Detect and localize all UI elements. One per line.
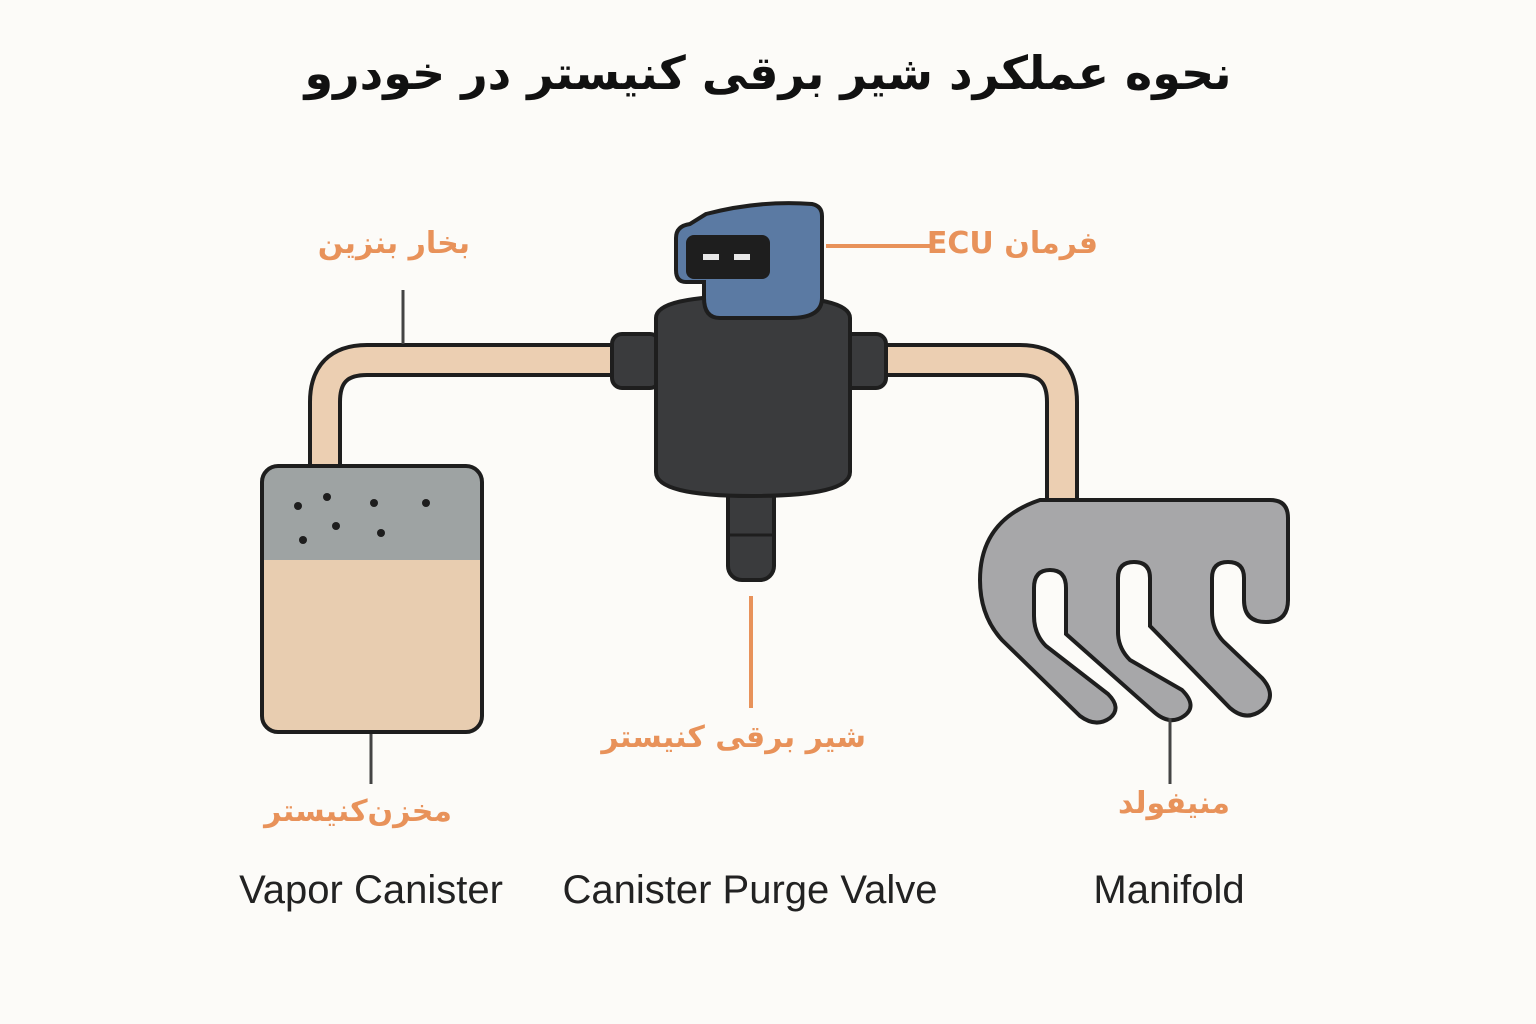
pipe-manifold-outline xyxy=(872,343,1079,505)
label-canister-purge-valve: Canister Purge Valve xyxy=(562,868,938,912)
canister-bottom-section xyxy=(262,560,482,732)
diagram-title: نحوه عملکرد شیر برقی کنیستر در خودرو xyxy=(304,46,1232,100)
charcoal-particles xyxy=(294,493,430,544)
manifold-body xyxy=(977,498,1290,725)
label-manifold-fa: منیفولد xyxy=(1117,786,1230,821)
label-vapor-canister: Vapor Canister xyxy=(239,868,503,912)
canister-top-section xyxy=(262,466,482,560)
valve-port-left xyxy=(610,332,662,390)
canister-outline xyxy=(260,464,484,734)
connector-socket xyxy=(686,235,770,279)
label-purge-valve-fa: شیر برقی کنیستر xyxy=(601,720,866,755)
purge-valve xyxy=(610,201,888,582)
label-fuel-vapor: بخار بنزین xyxy=(317,226,470,261)
intake-manifold xyxy=(977,498,1290,725)
label-ecu-command: فرمان ECU xyxy=(926,226,1098,261)
pipe-canister-outline xyxy=(308,343,620,468)
valve-body xyxy=(654,293,852,499)
pipe-canister xyxy=(312,347,620,468)
vapor-canister xyxy=(260,464,484,734)
label-canister-fa: مخزن‌کنیستر xyxy=(264,794,452,829)
connector-pin-left xyxy=(703,254,719,260)
pipe-manifold xyxy=(872,347,1075,505)
label-manifold: Manifold xyxy=(1093,868,1245,912)
connector-pin-right xyxy=(734,254,750,260)
